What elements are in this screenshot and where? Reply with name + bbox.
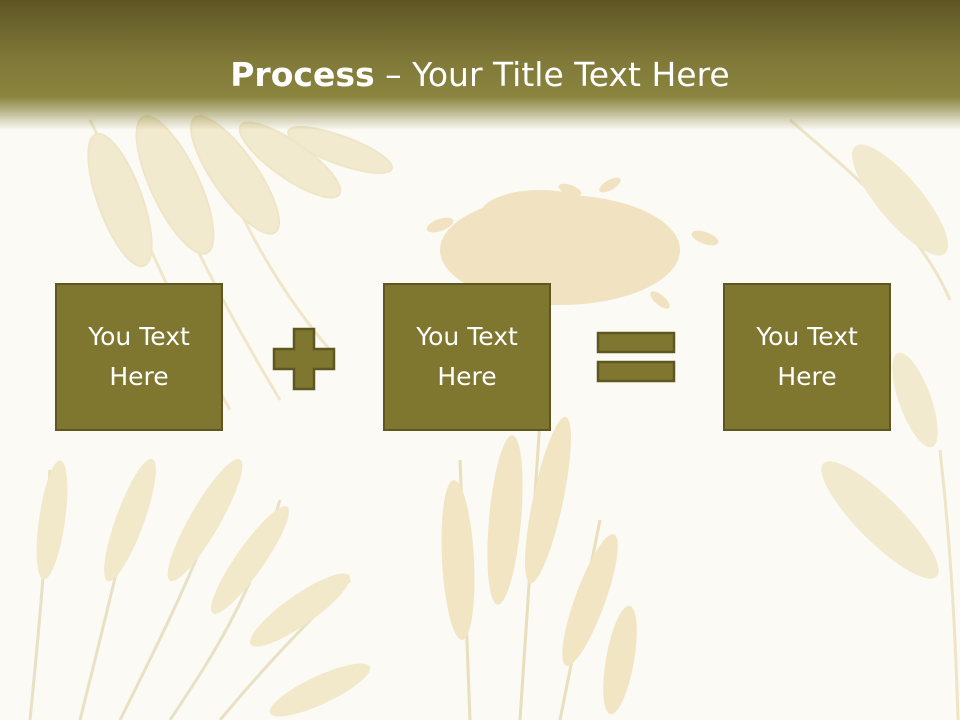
plus-icon xyxy=(272,327,336,391)
equals-icon xyxy=(596,331,676,383)
process-box-3[interactable]: You Text Here xyxy=(723,283,891,431)
title-bold-text: Process xyxy=(230,55,375,94)
process-box-2[interactable]: You Text Here xyxy=(383,283,551,431)
process-box-1[interactable]: You Text Here xyxy=(55,283,223,431)
process-box-2-label: You Text Here xyxy=(416,322,518,391)
process-box-3-label: You Text Here xyxy=(756,322,858,391)
title-bar xyxy=(0,0,960,130)
process-box-1-label: You Text Here xyxy=(88,322,190,391)
slide-title[interactable]: Process – Your Title Text Here xyxy=(0,52,960,98)
title-regular-text: – Your Title Text Here xyxy=(374,55,730,94)
